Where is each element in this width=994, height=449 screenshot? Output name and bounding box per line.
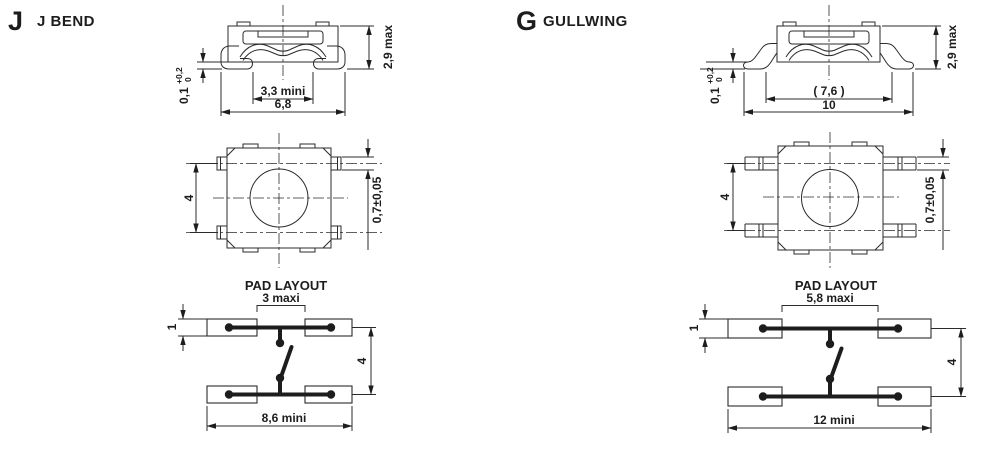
actuator-button <box>249 168 309 228</box>
j-span-dimension: 8,6 mini <box>206 406 353 431</box>
g-side-view: 0,1 +0,2 0 ( 7,6 ) 10 2,9 max <box>700 5 959 116</box>
standoff-value: 0,1 <box>708 87 722 104</box>
gap-label: 3 maxi <box>262 291 299 305</box>
j-outer-width-dimension: 6,8 <box>220 72 346 116</box>
g-outer-width-dimension: 10 <box>743 72 914 116</box>
lead-width-label: 0,7±0,05 <box>370 176 384 223</box>
j-top-size-dimension: 4 <box>182 163 218 233</box>
span-label: 12 mini <box>813 413 854 427</box>
outer-width-label: 6,8 <box>275 97 292 111</box>
extension-lines <box>699 318 728 339</box>
height-label: 2,9 max <box>381 25 395 69</box>
j-side-body <box>220 21 346 70</box>
j-pad-width-dimension: 1 <box>165 304 207 351</box>
j-lead-width-dimension: 0,7±0,05 <box>342 139 384 250</box>
pitch-label: 4 <box>355 357 369 364</box>
extension-lines <box>220 72 346 116</box>
panel-g-gullwing: G GULLWING 0,1 +0,2 0 <box>516 5 966 433</box>
pitch-label: 4 <box>945 358 959 365</box>
lead-fold-lines <box>220 157 338 239</box>
variant-title-g: GULLWING <box>543 13 628 30</box>
pad-layout-title: PAD LAYOUT <box>245 278 327 293</box>
centerlines <box>724 132 950 268</box>
gap-dimension-line <box>781 305 879 312</box>
g-top-body <box>744 141 917 255</box>
j-standoff-dimension: 0,1 +0,2 0 <box>174 48 229 104</box>
variant-title-j: J BEND <box>37 13 95 30</box>
g-pad-width-dimension: 1 <box>687 304 728 353</box>
pad-width-label: 1 <box>687 324 701 331</box>
g-height-dimension: 2,9 max <box>882 25 959 70</box>
corner-chamfers <box>226 147 332 249</box>
variant-letter-j: J <box>8 6 23 36</box>
standoff-value: 0,1 <box>177 87 191 104</box>
standoff-tol-minus: 0 <box>714 77 724 82</box>
j-pad-layout: PAD LAYOUT 3 maxi 1 <box>165 278 376 431</box>
pad-width-label: 1 <box>165 323 179 330</box>
body-size-label: 4 <box>718 193 732 200</box>
trace-lines <box>227 325 333 397</box>
lead-width-label: 0,7±0,05 <box>923 176 937 223</box>
j-top-view: 4 0,7±0,05 <box>182 133 384 268</box>
span-label: 8,6 mini <box>262 411 307 425</box>
j-side-view: 0,1 +0,2 0 3,3 mini 6,8 2,9 max <box>174 5 395 116</box>
inner-width-label: 3,3 mini <box>261 84 306 98</box>
circuit-traces <box>758 324 903 401</box>
j-inner-width-dimension: 3,3 mini <box>252 72 314 104</box>
g-inner-width-dimension: ( 7,6 ) <box>765 72 893 103</box>
extension-lines <box>178 318 207 337</box>
j-pitch-dimension: 4 <box>352 327 376 395</box>
g-standoff-dimension: 0,1 +0,2 0 <box>700 48 748 104</box>
standoff-tol-plus: +0,2 <box>174 67 184 84</box>
j-height-dimension: 2,9 max <box>340 25 395 70</box>
extension-lines <box>727 163 745 231</box>
g-lead-width-dimension: 0,7±0,05 <box>917 139 949 250</box>
switch-lever <box>279 345 294 378</box>
pad-layout-title: PAD LAYOUT <box>795 278 877 293</box>
g-pitch-dimension: 4 <box>931 328 966 397</box>
height-label: 2,9 max <box>945 25 959 69</box>
actuator-button <box>801 169 859 227</box>
trace-lines <box>761 326 900 399</box>
standoff-tol-minus: 0 <box>183 77 193 82</box>
g-span-dimension: 12 mini <box>727 409 932 433</box>
variant-letter-g: G <box>516 6 537 36</box>
switch-lever <box>829 346 844 379</box>
g-top-size-dimension: 4 <box>718 163 745 231</box>
gap-label: 5,8 maxi <box>806 291 853 305</box>
inner-width-label: ( 7,6 ) <box>813 84 844 98</box>
outer-width-label: 10 <box>822 98 836 112</box>
j-top-body <box>216 143 342 253</box>
panel-j-bend: J J BEND 0,1 +0,2 0 <box>8 5 395 431</box>
circuit-traces <box>224 323 336 399</box>
g-side-body <box>743 21 914 70</box>
body-size-label: 4 <box>182 194 196 201</box>
corner-chamfers <box>777 145 884 251</box>
g-pad-layout: PAD LAYOUT 5,8 maxi 1 <box>687 278 966 433</box>
extension-lines <box>743 72 914 116</box>
standoff-tol-plus: +0,2 <box>705 67 715 84</box>
g-top-view: 4 0,7±0,05 <box>718 132 950 268</box>
gap-dimension-line <box>256 305 306 312</box>
